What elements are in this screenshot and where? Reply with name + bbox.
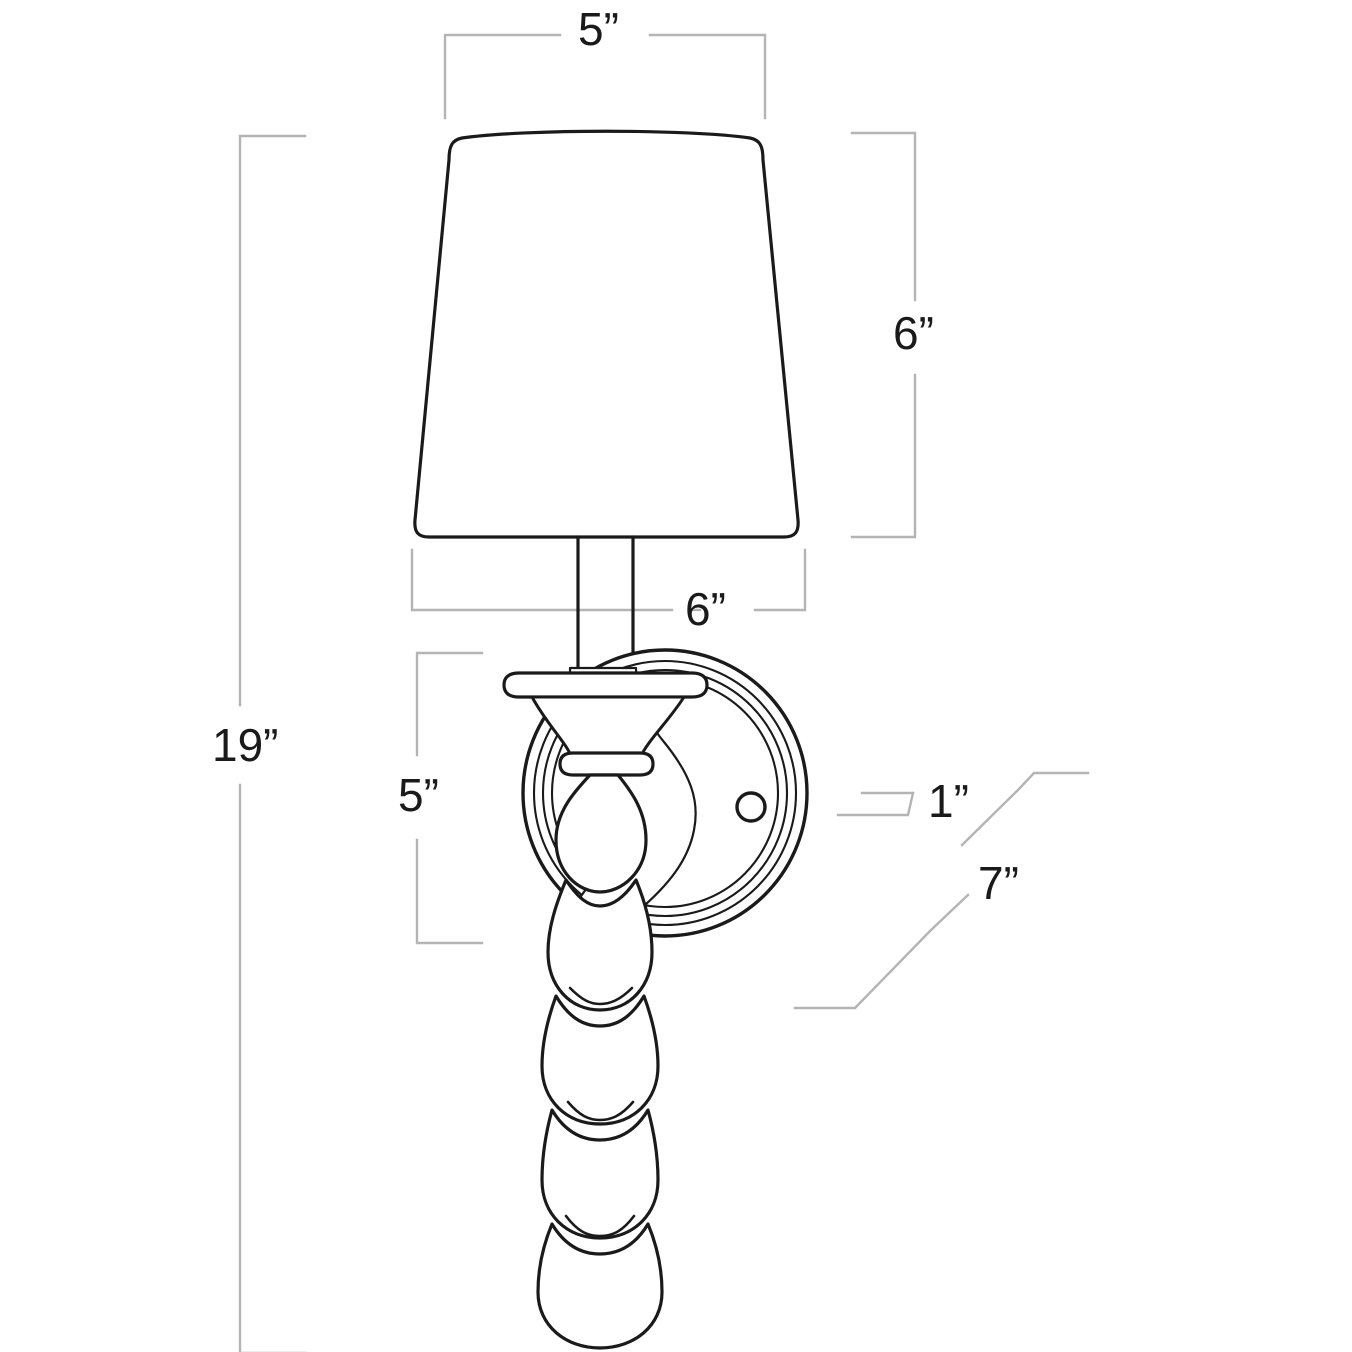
bobeche [502, 671, 709, 699]
dim-label-backplate-drop: 5” [398, 769, 439, 821]
bead-5-finial [536, 1222, 664, 1350]
bead-3 [540, 994, 660, 1126]
lamp-shade [413, 129, 800, 539]
dim-label-overall-height: 19” [212, 719, 279, 771]
bead-separator-lines [564, 986, 636, 1238]
stem [576, 535, 635, 674]
dim-backplate-depth [836, 791, 915, 817]
dim-backplate-drop [415, 651, 484, 945]
bead-2 [546, 878, 654, 1012]
collar [558, 751, 655, 777]
dim-label-shade-bottom-width: 6” [685, 583, 726, 635]
dim-label-shade-top-width: 5” [578, 3, 619, 55]
beaded-column [554, 773, 648, 894]
dim-label-backplate-depth: 1” [928, 775, 969, 827]
sconce-outline [413, 129, 809, 1350]
dim-label-projection: 7” [978, 857, 1019, 909]
dim-shade-top-width [443, 33, 767, 120]
dim-overall-height [238, 134, 307, 1352]
bead-4 [540, 1108, 660, 1240]
dimension-lines [238, 33, 1090, 1352]
screw-hole [735, 791, 767, 823]
dim-label-shade-height: 6” [893, 307, 934, 359]
dim-shade-bottom-width [410, 548, 807, 612]
dim-shade-height [850, 131, 917, 539]
dim-projection [793, 771, 1090, 1010]
